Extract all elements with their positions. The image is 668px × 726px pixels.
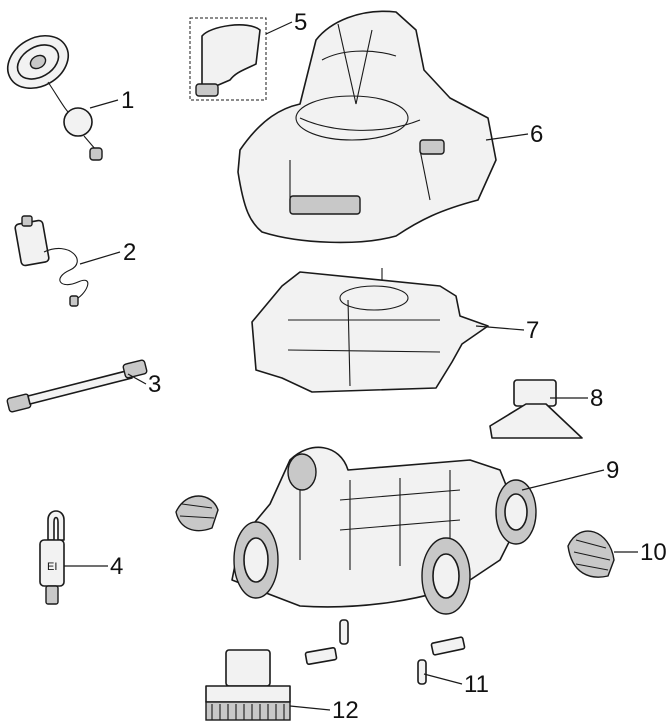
callout-7: 7: [526, 317, 539, 344]
callout-8: 8: [590, 385, 603, 412]
part-9-chassis: [231, 446, 537, 615]
callout-10: 10: [640, 539, 667, 566]
part-10-wheel-cap: [567, 530, 615, 578]
callout-3: 3: [148, 371, 161, 398]
callout-4: 4: [110, 553, 123, 580]
callout-6: 6: [530, 121, 543, 148]
part-3-cable: [6, 359, 148, 413]
part-11-clips: [304, 619, 466, 685]
part-4-hanger: EI: [39, 510, 65, 605]
callout-9: 9: [606, 457, 619, 484]
part-8-blade: [489, 379, 583, 439]
part-6-top-housing: [237, 10, 497, 244]
part-12-brush: [205, 649, 291, 721]
callout-2: 2: [123, 239, 136, 266]
part-7-filter-tray: [251, 268, 489, 393]
leader-lines: [64, 21, 638, 711]
callout-5: 5: [294, 9, 307, 36]
part-10-wheel-cap-left: [175, 495, 219, 532]
part-4-marking: EI: [47, 561, 57, 573]
part-1-wheel-float: [7, 34, 103, 161]
part-2-power-adapter: [14, 215, 89, 307]
callout-11: 11: [464, 671, 489, 698]
part-5-cover: [189, 17, 267, 101]
callout-1: 1: [121, 87, 134, 114]
callout-12: 12: [332, 697, 359, 724]
